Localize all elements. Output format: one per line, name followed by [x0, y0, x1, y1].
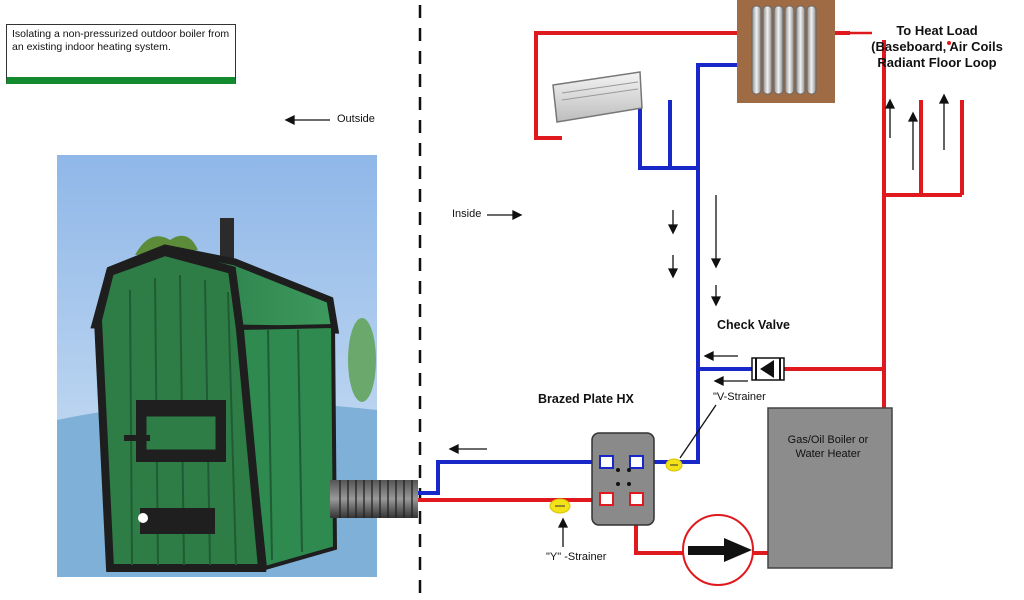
supply-pipe-top — [534, 31, 850, 140]
up-arrow-1 — [884, 98, 896, 138]
left-arrow-lower — [713, 375, 748, 387]
check-valve-icon — [751, 357, 785, 381]
left-arrow-check-valve — [703, 350, 738, 362]
indoor-boiler-label: Gas/Oil Boiler or Water Heater — [787, 434, 869, 460]
heat-load-line-2: (Baseboard, Air Coils — [871, 39, 1003, 54]
up-arrow-3 — [938, 93, 950, 150]
heat-load-label: To Heat Load (Baseboard, Air Coils Radia… — [862, 23, 1012, 71]
ash-door-knob — [138, 513, 148, 523]
outdoor-boiler-picture — [57, 155, 377, 577]
up-arrow-2 — [907, 111, 919, 170]
v-strainer-label: "V-Strainer — [713, 391, 766, 403]
down-arrow-2 — [667, 255, 679, 279]
return-pipe-hx-to-outdoor — [418, 460, 600, 495]
firebox-door-inner — [143, 413, 219, 453]
brazed-plate-hx-label: Brazed Plate HX — [538, 392, 634, 406]
outside-arrow — [284, 114, 330, 126]
circulator-pump-icon — [682, 514, 754, 586]
inside-arrow — [487, 209, 523, 221]
flow-arrows — [284, 31, 950, 547]
insulated-hose — [330, 480, 418, 518]
supply-pipe-tee — [947, 41, 951, 45]
y-strainer-label: "Y" -Strainer — [546, 551, 607, 563]
return-pipes — [418, 63, 752, 495]
baseboard-heater — [552, 71, 643, 123]
brazed-plate-hx — [591, 432, 655, 526]
return-pipe-baseboard — [638, 98, 698, 170]
chimney — [220, 218, 234, 268]
v-strainer-leader — [679, 404, 717, 459]
heat-load-line-3: Radiant Floor Loop — [877, 55, 997, 70]
ash-door — [140, 508, 215, 534]
heat-load-line-1: To Heat Load — [896, 23, 978, 38]
down-arrow-3 — [710, 195, 722, 269]
outside-label: Outside — [337, 113, 375, 125]
tree — [348, 318, 376, 402]
indoor-boiler — [767, 407, 893, 569]
left-arrow-return — [448, 443, 487, 455]
diagram-caption: Isolating a non-pressurized outdoor boil… — [6, 24, 236, 84]
down-arrow-1 — [667, 210, 679, 235]
up-arrow-y-strainer — [557, 517, 569, 547]
down-arrow-4 — [710, 285, 722, 307]
inside-label: Inside — [452, 208, 482, 220]
check-valve-label: Check Valve — [717, 318, 790, 332]
radiator — [737, 0, 835, 103]
